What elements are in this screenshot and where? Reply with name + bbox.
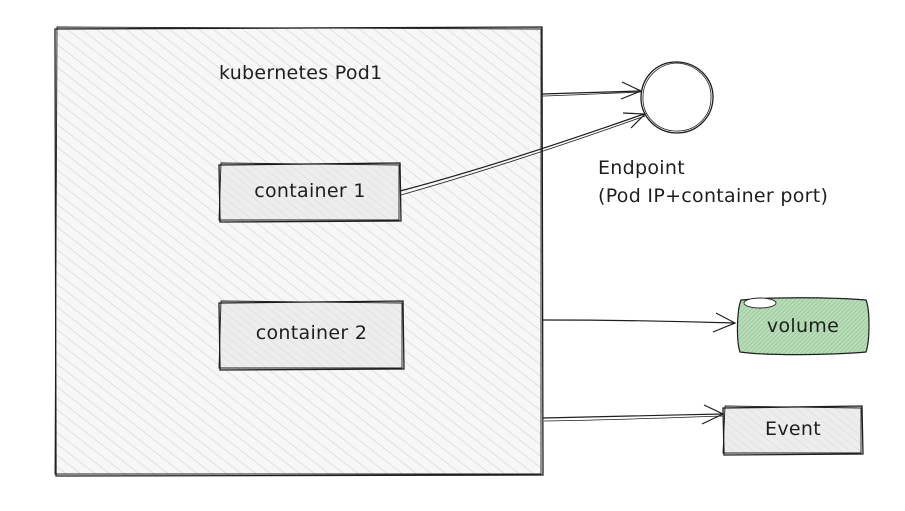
pod-title: kubernetes Pod1 [219,62,383,84]
endpoint-circle [640,61,714,134]
endpoint-subtitle: (Pod IP+container port) [598,185,829,207]
container-1-label: container 1 [254,180,366,202]
container-2-box [218,300,405,371]
arrow-pod-to-event [542,404,725,425]
volume-cylinder [736,297,870,356]
arrow-container1-to-endpoint [399,112,647,196]
container-2-label: container 2 [255,322,368,344]
endpoint-title: Endpoint [598,157,685,179]
volume-label: volume [766,315,840,337]
container-1-box [218,162,402,223]
pod-box [54,26,544,477]
arrow-pod-to-endpoint [541,81,643,100]
event-box [722,405,864,456]
arrow-pod-to-volume [542,312,737,333]
event-label: Event [765,418,821,440]
